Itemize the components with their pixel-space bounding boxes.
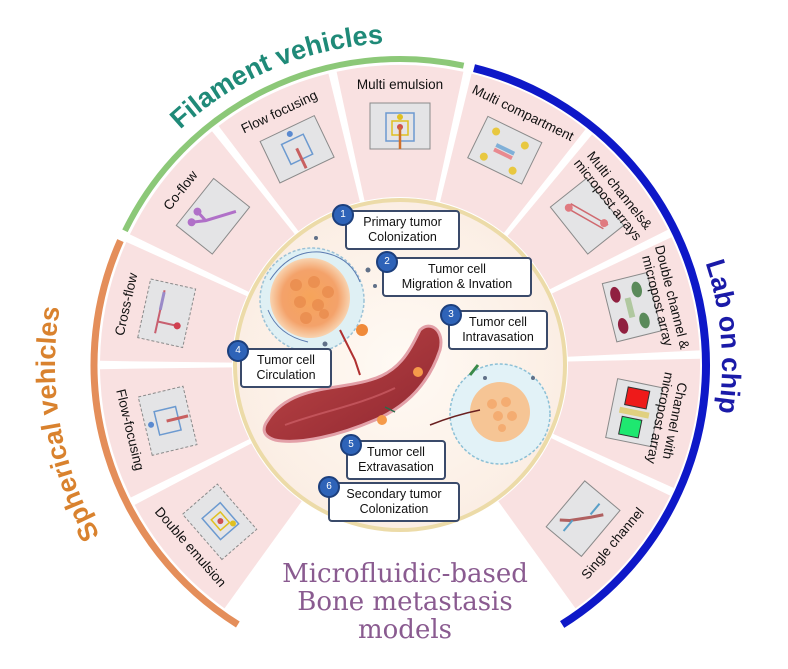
step-line: Migration & Invation (401, 277, 513, 291)
device-cross-illustration (137, 278, 197, 349)
step-line: Colonization (359, 502, 429, 516)
step-line: Tumor cell (367, 445, 425, 459)
group-arc-lab_on_chip (473, 64, 710, 628)
segment-label-filament-2: Multi emulsion (357, 77, 443, 92)
step-box-circulation: Tumor cell Circulation (240, 348, 332, 388)
step-line: Primary tumor (363, 215, 442, 229)
step-line: Intravasation (462, 330, 534, 344)
segment-label-line: Multi emulsion (357, 77, 443, 92)
step-badge-2: 2 (376, 251, 398, 273)
blood-vessel-illustration (262, 324, 443, 443)
title-line-3: models (358, 615, 452, 645)
device-multi-em-illustration (369, 102, 431, 150)
group-arc-filament (122, 56, 465, 233)
step-badge-3: 3 (440, 304, 462, 326)
step-line: Tumor cell (428, 262, 486, 276)
device-double-illustration (181, 483, 258, 561)
device-ff-sph-illustration (137, 385, 198, 456)
step-line: Secondary tumor (346, 487, 442, 501)
cell-dots (314, 236, 535, 380)
title-line-2: Bone metastasis (297, 587, 513, 617)
device-illustrations (137, 102, 664, 561)
device-single-illustration (545, 480, 621, 558)
title-line-1: Microfluidic-based (282, 559, 528, 589)
figure-title: Microfluidic-based Bone metastasis model… (250, 560, 560, 644)
step-box-migration: Tumor cell Migration & Invation (382, 257, 532, 297)
step-line: Colonization (368, 230, 437, 244)
device-coflow-illustration (175, 177, 251, 255)
step-box-intravasation: Tumor cell Intravasation (448, 310, 548, 350)
step-badge-6: 6 (318, 476, 340, 498)
step-badge-4: 4 (227, 340, 249, 362)
step-box-secondary-tumor: Secondary tumor Colonization (328, 482, 460, 522)
device-compart-illustration (467, 115, 543, 185)
step-line: Tumor cell (469, 315, 527, 329)
group-arc-spherical (90, 239, 240, 628)
secondary-tumor-illustration (429, 363, 551, 465)
step-line: Tumor cell (257, 353, 315, 367)
step-line: Circulation (256, 368, 316, 382)
step-box-extravasation: Tumor cell Extravasation (346, 440, 446, 480)
group-arcs (90, 56, 710, 628)
device-chan-illustration (605, 378, 664, 448)
step-badge-1: 1 (332, 204, 354, 226)
step-box-primary-tumor: Primary tumor Colonization (345, 210, 460, 250)
device-multich-illustration (549, 177, 625, 255)
step-badge-5: 5 (340, 434, 362, 456)
device-dbl-illustration (601, 271, 663, 343)
primary-tumor-illustration (259, 247, 368, 376)
device-ff-fil-illustration (259, 114, 335, 184)
step-line: Extravasation (358, 460, 434, 474)
